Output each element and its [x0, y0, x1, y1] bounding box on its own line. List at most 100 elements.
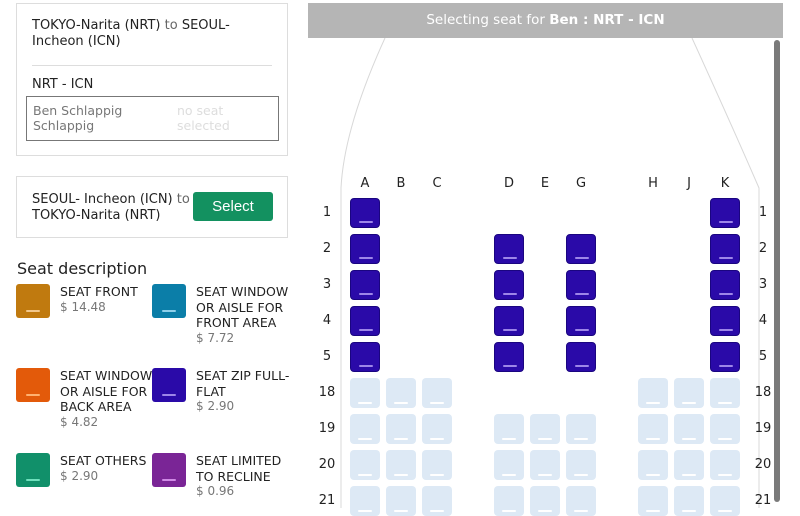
row-number-right: 4: [758, 313, 768, 328]
seat-21A[interactable]: [350, 486, 380, 516]
seat-icon: [682, 402, 696, 404]
seat-20E[interactable]: [530, 450, 560, 480]
seat-20B[interactable]: [386, 450, 416, 480]
seat-21B[interactable]: [386, 486, 416, 516]
row-number-right: 3: [758, 277, 768, 292]
seat-icon: [718, 438, 732, 440]
seat-4D[interactable]: [494, 306, 524, 336]
seat-icon: [358, 438, 372, 440]
legend-label: SEAT ZIP FULL-FLAT$ 2.90: [196, 368, 290, 413]
seat-19H[interactable]: [638, 414, 668, 444]
seat-18K[interactable]: [710, 378, 740, 408]
column-label: H: [648, 176, 658, 191]
seat-19C[interactable]: [422, 414, 452, 444]
select-return-button[interactable]: Select: [193, 192, 273, 221]
seat-5A[interactable]: [350, 342, 380, 372]
row-number-left: 1: [322, 205, 332, 220]
row-number-right: 5: [758, 349, 768, 364]
seat-20A[interactable]: [350, 450, 380, 480]
seat-icon: [682, 438, 696, 440]
seat-19D[interactable]: [494, 414, 524, 444]
column-label: D: [503, 176, 514, 191]
banner-passenger-segment: Ben : NRT - ICN: [549, 12, 665, 28]
seat-icon: [359, 257, 373, 259]
route-to-word: to: [164, 18, 178, 33]
selecting-seat-banner: Selecting seat for Ben : NRT - ICN: [308, 3, 783, 38]
seat-5D[interactable]: [494, 342, 524, 372]
route-origin: TOKYO-Narita (NRT): [32, 18, 161, 33]
seat-icon: [394, 510, 408, 512]
seat-20G[interactable]: [566, 450, 596, 480]
seat-3D[interactable]: [494, 270, 524, 300]
seat-swatch-icon: [152, 368, 186, 402]
seat-icon: [502, 474, 516, 476]
seat-21E[interactable]: [530, 486, 560, 516]
seat-icon: [359, 365, 373, 367]
seat-icon: [502, 438, 516, 440]
seat-5G[interactable]: [566, 342, 596, 372]
seat-icon: [358, 510, 372, 512]
seat-icon: [575, 257, 589, 259]
seat-19K[interactable]: [710, 414, 740, 444]
seat-19B[interactable]: [386, 414, 416, 444]
seat-icon: [682, 510, 696, 512]
seat-swatch-icon: [152, 284, 186, 318]
seat-18J[interactable]: [674, 378, 704, 408]
seat-icon: [719, 257, 733, 259]
seat-4K[interactable]: [710, 306, 740, 336]
row-number-left: 18: [318, 385, 336, 400]
seat-20H[interactable]: [638, 450, 668, 480]
legend-price: $ 2.90: [60, 468, 99, 483]
seat-21D[interactable]: [494, 486, 524, 516]
seat-icon: [430, 510, 444, 512]
seat-icon: [430, 474, 444, 476]
seat-icon: [503, 365, 517, 367]
seat-20J[interactable]: [674, 450, 704, 480]
seat-description-title: Seat description: [17, 259, 148, 278]
seat-20C[interactable]: [422, 450, 452, 480]
seat-icon: [503, 293, 517, 295]
seat-21C[interactable]: [422, 486, 452, 516]
seat-4G[interactable]: [566, 306, 596, 336]
seat-icon: [574, 438, 588, 440]
seat-icon: [682, 474, 696, 476]
seat-1A[interactable]: [350, 198, 380, 228]
seat-icon: [538, 510, 552, 512]
seat-3G[interactable]: [566, 270, 596, 300]
legend-label: SEAT LIMITED TO RECLINE$ 0.96: [196, 453, 291, 500]
seat-18B[interactable]: [386, 378, 416, 408]
seat-icon: [575, 329, 589, 331]
seat-18A[interactable]: [350, 378, 380, 408]
seat-icon: [646, 510, 660, 512]
passenger-seat-selector[interactable]: Ben Schlappig Schlappig no seat selected: [26, 96, 279, 141]
seat-icon: [503, 329, 517, 331]
seat-2D[interactable]: [494, 234, 524, 264]
seat-19J[interactable]: [674, 414, 704, 444]
seat-icon: [646, 402, 660, 404]
seat-21K[interactable]: [710, 486, 740, 516]
seat-21H[interactable]: [638, 486, 668, 516]
seat-18C[interactable]: [422, 378, 452, 408]
seat-21G[interactable]: [566, 486, 596, 516]
seat-4A[interactable]: [350, 306, 380, 336]
row-number-right: 18: [754, 385, 772, 400]
seat-19E[interactable]: [530, 414, 560, 444]
seat-icon: [574, 510, 588, 512]
legend-label: SEAT FRONT$ 14.48: [60, 284, 155, 315]
seat-2A[interactable]: [350, 234, 380, 264]
seat-20D[interactable]: [494, 450, 524, 480]
outbound-route-title: TOKYO-Narita (NRT) to SEOUL-Incheon (ICN…: [32, 18, 272, 50]
seat-20K[interactable]: [710, 450, 740, 480]
seat-1K[interactable]: [710, 198, 740, 228]
seat-2G[interactable]: [566, 234, 596, 264]
seat-21J[interactable]: [674, 486, 704, 516]
row-number-left: 20: [318, 457, 336, 472]
seat-2K[interactable]: [710, 234, 740, 264]
seat-5K[interactable]: [710, 342, 740, 372]
seat-18H[interactable]: [638, 378, 668, 408]
seat-19G[interactable]: [566, 414, 596, 444]
scrollbar[interactable]: [774, 40, 780, 502]
seat-3K[interactable]: [710, 270, 740, 300]
seat-19A[interactable]: [350, 414, 380, 444]
seat-3A[interactable]: [350, 270, 380, 300]
